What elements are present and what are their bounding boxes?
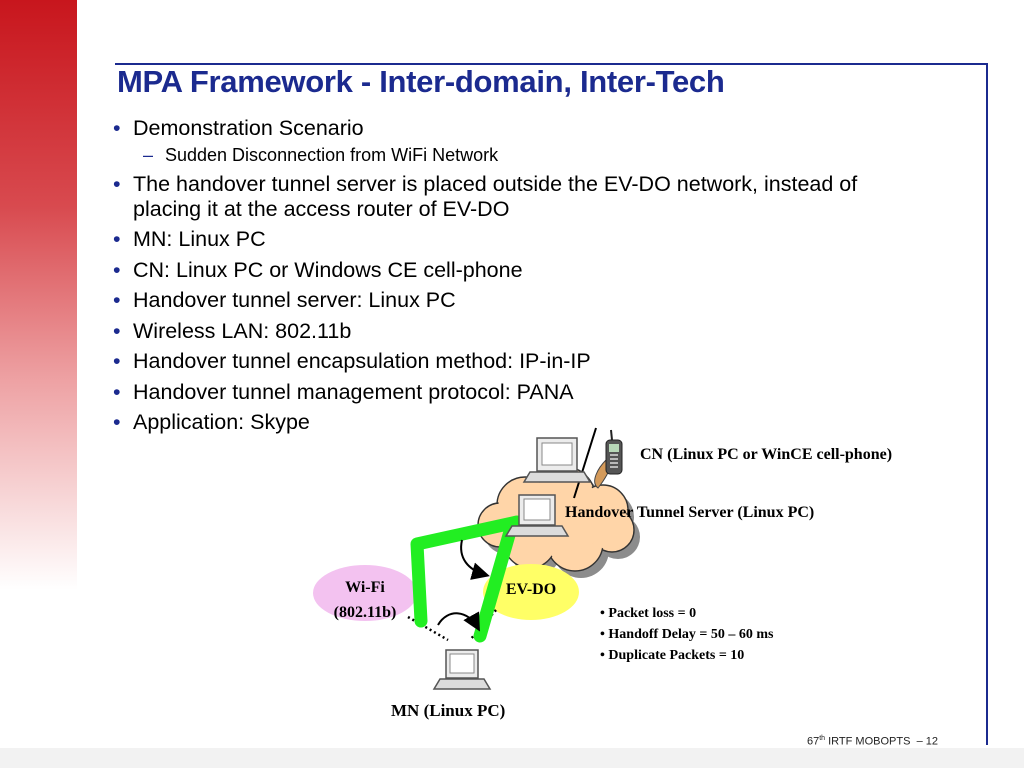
result-item: • Duplicate Packets = 10: [600, 648, 745, 663]
wifi-tunnel-path: [410, 515, 524, 628]
bullet-item: • Handover tunnel encapsulation method: I…: [113, 349, 913, 374]
bullet-dot: •: [113, 288, 121, 312]
results-list: • Packet loss = 0 • Handoff Delay = 50 –…: [600, 603, 774, 666]
evdo-network-ellipse: [483, 564, 579, 620]
cn-cellphone-icon: [594, 429, 623, 489]
bullet-item: • The handover tunnel server is placed ou…: [113, 172, 913, 222]
cn-label: CN (Linux PC or WinCE cell-phone): [640, 446, 893, 463]
result-packet-loss: Packet loss = 0: [608, 606, 697, 621]
bullet-item: • Handover tunnel management protocol: PA…: [113, 380, 913, 405]
bullet-text: Demonstration Scenario: [133, 116, 364, 140]
bullet-dot: •: [113, 257, 121, 282]
sub-bullet-item: – Sudden Disconnection from WiFi Network: [133, 144, 913, 166]
tunnel-server-label: Handover Tunnel Server (Linux PC): [565, 504, 815, 521]
bullet-list: • Demonstration Scenario – Sudden Discon…: [113, 116, 913, 441]
handoff-arrow: [437, 611, 480, 632]
sub-bullet-list: – Sudden Disconnection from WiFi Network: [133, 144, 913, 166]
result-item: • Packet loss = 0: [600, 606, 697, 621]
meeting-number: 67: [806, 735, 820, 748]
result-duplicate-packets: Duplicate Packets = 10: [608, 648, 745, 663]
meeting-name: IRTF MOBOPTS: [828, 735, 911, 748]
bullet-dot: •: [113, 410, 121, 434]
page-number: 12: [925, 735, 938, 748]
bullet-item: • Demonstration Scenario – Sudden Discon…: [113, 116, 913, 166]
result-handoff-delay: Handoff Delay = 50 – 60 ms: [608, 627, 774, 642]
bullet-text: The handover tunnel server is placed out…: [133, 171, 858, 221]
bullet-dot: •: [113, 379, 121, 404]
bullet-dot: •: [113, 349, 121, 373]
sub-bullet-text: Sudden Disconnection from WiFi Network: [165, 145, 499, 165]
bullet-text: Handover tunnel management protocol: PAN…: [133, 379, 574, 404]
bullet-dot: •: [113, 227, 121, 251]
bullet-dot: •: [113, 318, 121, 343]
footer-separator: –: [916, 735, 923, 748]
bullet-item: • Handover tunnel server: Linux PC: [113, 288, 913, 313]
bullet-dot: •: [113, 116, 121, 140]
bullet-text: Wireless LAN: 802.11b: [133, 318, 352, 343]
mn-laptop-icon: [432, 649, 492, 690]
bullet-text: Handover tunnel server: Linux PC: [133, 288, 456, 312]
result-item: • Handoff Delay = 50 – 60 ms: [600, 627, 774, 642]
sub-bullet-dash: –: [143, 145, 154, 165]
cn-laptop-icon: [522, 437, 592, 483]
mn-label: MN (Linux PC): [391, 701, 506, 720]
bullet-text: CN: Linux PC or Windows CE cell-phone: [133, 257, 523, 282]
evdo-label: EV-DO: [505, 581, 557, 598]
bullet-item: • Wireless LAN: 802.11b: [113, 319, 913, 344]
slide-title: MPA Framework - Inter-domain, Inter-Tech: [117, 64, 725, 99]
meeting-suffix: th: [819, 735, 826, 742]
wifi-label: Wi-Fi: [345, 579, 385, 596]
cn-link-line: [573, 427, 597, 499]
wifi-network-ellipse: [313, 565, 417, 621]
bullet-item: • MN: Linux PC: [113, 227, 913, 252]
tunnel-switch-arrow: [460, 539, 490, 580]
bullet-text: MN: Linux PC: [133, 227, 266, 251]
evdo-tunnel-path: [473, 521, 518, 643]
bullet-dot: •: [113, 171, 121, 196]
bullet-text: Application: Skype: [133, 410, 310, 434]
bullet-item: • CN: Linux PC or Windows CE cell-phone: [113, 258, 913, 283]
bottom-band: [0, 748, 1024, 768]
frame-top-rule: [115, 63, 988, 65]
slide-footer: 67th IRTF MOBOPTS – 12: [807, 735, 938, 748]
tunnel-server-laptop-icon: [504, 494, 570, 537]
wifi-standard-label: (802.11b): [333, 604, 397, 621]
bullet-item: • Application: Skype: [113, 410, 913, 435]
bullet-text: Handover tunnel encapsulation method: IP…: [133, 349, 591, 373]
decorative-gradient-bar: [0, 0, 77, 590]
frame-right-rule: [986, 63, 988, 745]
